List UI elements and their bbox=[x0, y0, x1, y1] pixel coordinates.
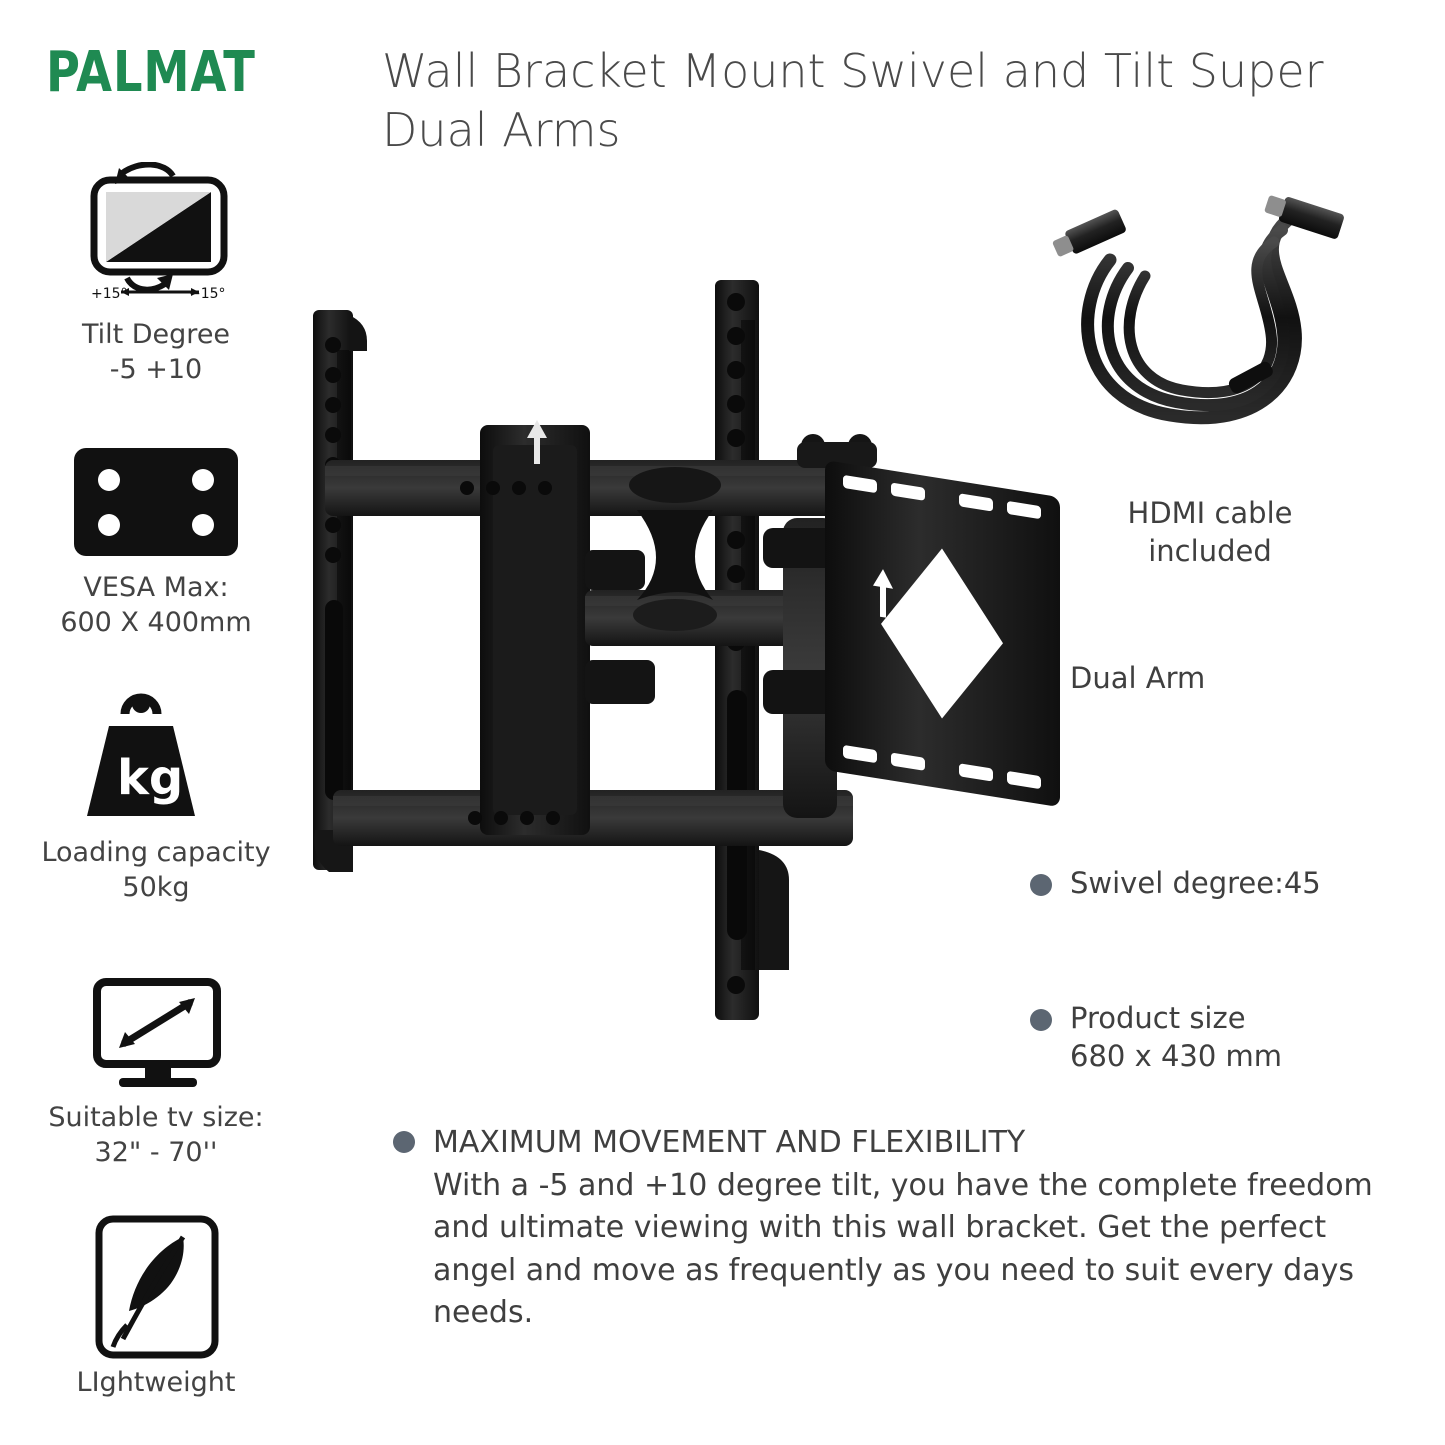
page-title: Wall Bracket Mount Swivel and Tilt Super… bbox=[382, 44, 1324, 157]
tv-diagonal-icon bbox=[6, 975, 306, 1095]
vesa-plate-icon bbox=[6, 440, 306, 565]
description-body: With a -5 and +10 degree tilt, you have … bbox=[433, 1167, 1373, 1331]
description-heading: MAXIMUM MOVEMENT AND FLEXIBILITY bbox=[433, 1125, 1026, 1160]
tilt-screen-icon: +15° −15° bbox=[6, 162, 306, 312]
bullet-label: Product size 680 x 430 mm bbox=[1070, 1001, 1283, 1073]
feature-title: VESA Max: bbox=[83, 572, 229, 603]
feature-value: 50kg bbox=[122, 871, 190, 903]
feature-title: Suitable tv size: bbox=[48, 1102, 264, 1133]
feature-vesa-max: VESA Max: 600 X 400mm bbox=[6, 440, 306, 640]
bullet-dot-icon bbox=[393, 1131, 415, 1153]
feature-tv-size: Suitable tv size: 32" - 70'' bbox=[6, 975, 306, 1170]
hdmi-caption: HDMI cable included bbox=[1127, 496, 1293, 568]
feather-lightweight-icon bbox=[6, 1215, 306, 1360]
weight-kg-icon: kg bbox=[6, 690, 306, 830]
feature-value: 600 X 400mm bbox=[60, 606, 252, 638]
feature-title: LIghtweight bbox=[76, 1367, 236, 1398]
bullet-label: Swivel degree:45 bbox=[1070, 866, 1321, 900]
bullet-product-size: Product size 680 x 430 mm bbox=[1030, 1000, 1282, 1075]
description-block: MAXIMUM MOVEMENT AND FLEXIBILITY With a … bbox=[393, 1122, 1403, 1335]
brand-logo: PALMAT bbox=[46, 40, 256, 105]
feature-lightweight: LIghtweight bbox=[6, 1215, 306, 1401]
feature-value: -5 +10 bbox=[109, 353, 203, 385]
feature-title: Tilt Degree bbox=[81, 319, 231, 350]
bullet-dot-icon bbox=[1030, 1009, 1052, 1031]
bullet-dot-icon bbox=[1030, 874, 1052, 896]
feature-title: Loading capacity bbox=[41, 837, 271, 868]
weight-unit-label: kg bbox=[117, 750, 183, 806]
hdmi-cable-photo bbox=[1050, 190, 1370, 460]
svg-text:−15°: −15° bbox=[189, 286, 226, 302]
feature-tilt-degree: +15° −15° Tilt Degree -5 +10 bbox=[6, 162, 306, 387]
svg-text:+15°: +15° bbox=[91, 286, 128, 302]
bullet-swivel-degree: Swivel degree:45 bbox=[1030, 865, 1321, 903]
feature-loading-capacity: kg Loading capacity 50kg bbox=[6, 690, 306, 905]
bullet-label: Dual Arm bbox=[1070, 661, 1206, 695]
tv-wall-mount-bracket-photo bbox=[285, 270, 1095, 1070]
feature-value: 32" - 70'' bbox=[94, 1136, 218, 1168]
